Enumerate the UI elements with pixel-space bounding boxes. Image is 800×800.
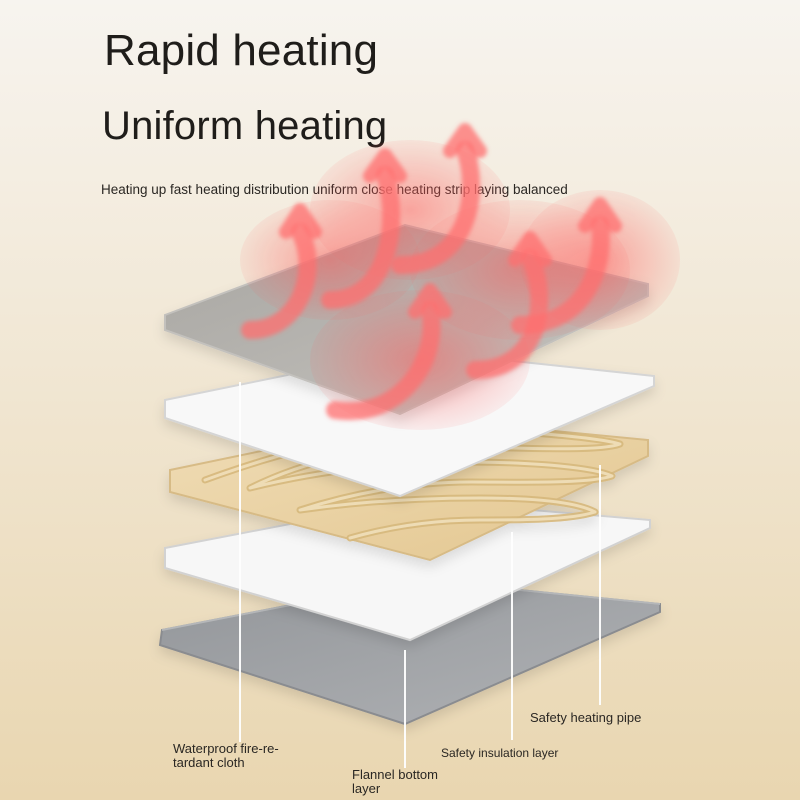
heat-arrow-icon <box>321 148 407 309</box>
headline: Rapid heating <box>104 26 379 75</box>
callout-lines <box>239 382 601 768</box>
label-waterproof-cloth: Waterproof fire-re- tardant cloth <box>173 741 279 770</box>
heat-arrow-icon <box>391 123 487 274</box>
heat-arrow-icon <box>326 283 452 421</box>
subheadline: Uniform heating <box>102 104 388 148</box>
heat-arrow-icon <box>511 197 622 334</box>
label-flannel-bottom-layer: Flannel bottom layer <box>352 767 438 796</box>
heat-arrow-icon <box>241 203 322 339</box>
heat-arrows <box>241 123 622 421</box>
label-safety-insulation-layer: Safety insulation layer <box>441 746 559 760</box>
label-safety-heating-pipe: Safety heating pipe <box>530 710 642 725</box>
